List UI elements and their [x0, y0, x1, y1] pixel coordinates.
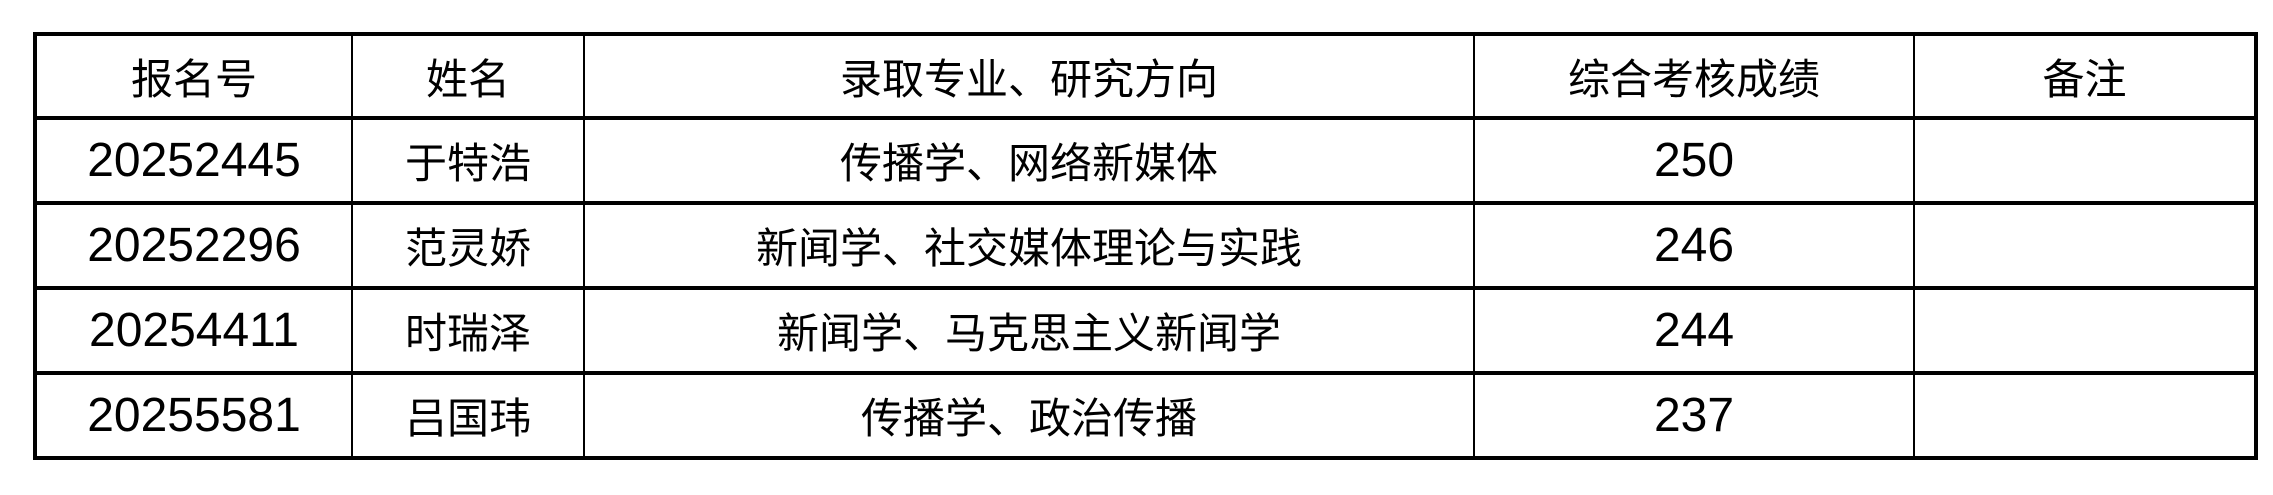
- cell-score: 250: [1473, 116, 1915, 205]
- header-score: 综合考核成绩: [1473, 32, 1915, 120]
- cell-id: 20254411: [33, 286, 353, 375]
- header-note: 备注: [1913, 32, 2258, 120]
- admission-table: 报名号 姓名 录取专业、研究方向 综合考核成绩 备注 20252445 于特浩 …: [33, 32, 2258, 460]
- cell-major: 传播学、政治传播: [583, 371, 1475, 460]
- cell-major: 新闻学、马克思主义新闻学: [583, 286, 1475, 375]
- table-row: 20252296 范灵娇 新闻学、社交媒体理论与实践 246: [33, 201, 2258, 290]
- header-major: 录取专业、研究方向: [583, 32, 1475, 120]
- header-id: 报名号: [33, 32, 353, 120]
- table-row: 20254411 时瑞泽 新闻学、马克思主义新闻学 244: [33, 286, 2258, 375]
- header-name: 姓名: [351, 32, 585, 120]
- cell-note: [1913, 371, 2258, 460]
- cell-score: 244: [1473, 286, 1915, 375]
- cell-note: [1913, 286, 2258, 375]
- cell-major: 传播学、网络新媒体: [583, 116, 1475, 205]
- cell-name: 范灵娇: [351, 201, 585, 290]
- cell-note: [1913, 201, 2258, 290]
- cell-name: 吕国玮: [351, 371, 585, 460]
- cell-note: [1913, 116, 2258, 205]
- header-row: 报名号 姓名 录取专业、研究方向 综合考核成绩 备注: [33, 32, 2258, 120]
- cell-score: 246: [1473, 201, 1915, 290]
- cell-major: 新闻学、社交媒体理论与实践: [583, 201, 1475, 290]
- cell-id: 20252445: [33, 116, 353, 205]
- cell-score: 237: [1473, 371, 1915, 460]
- cell-name: 时瑞泽: [351, 286, 585, 375]
- cell-name: 于特浩: [351, 116, 585, 205]
- table-row: 20252445 于特浩 传播学、网络新媒体 250: [33, 116, 2258, 205]
- cell-id: 20252296: [33, 201, 353, 290]
- cell-id: 20255581: [33, 371, 353, 460]
- table-row: 20255581 吕国玮 传播学、政治传播 237: [33, 371, 2258, 460]
